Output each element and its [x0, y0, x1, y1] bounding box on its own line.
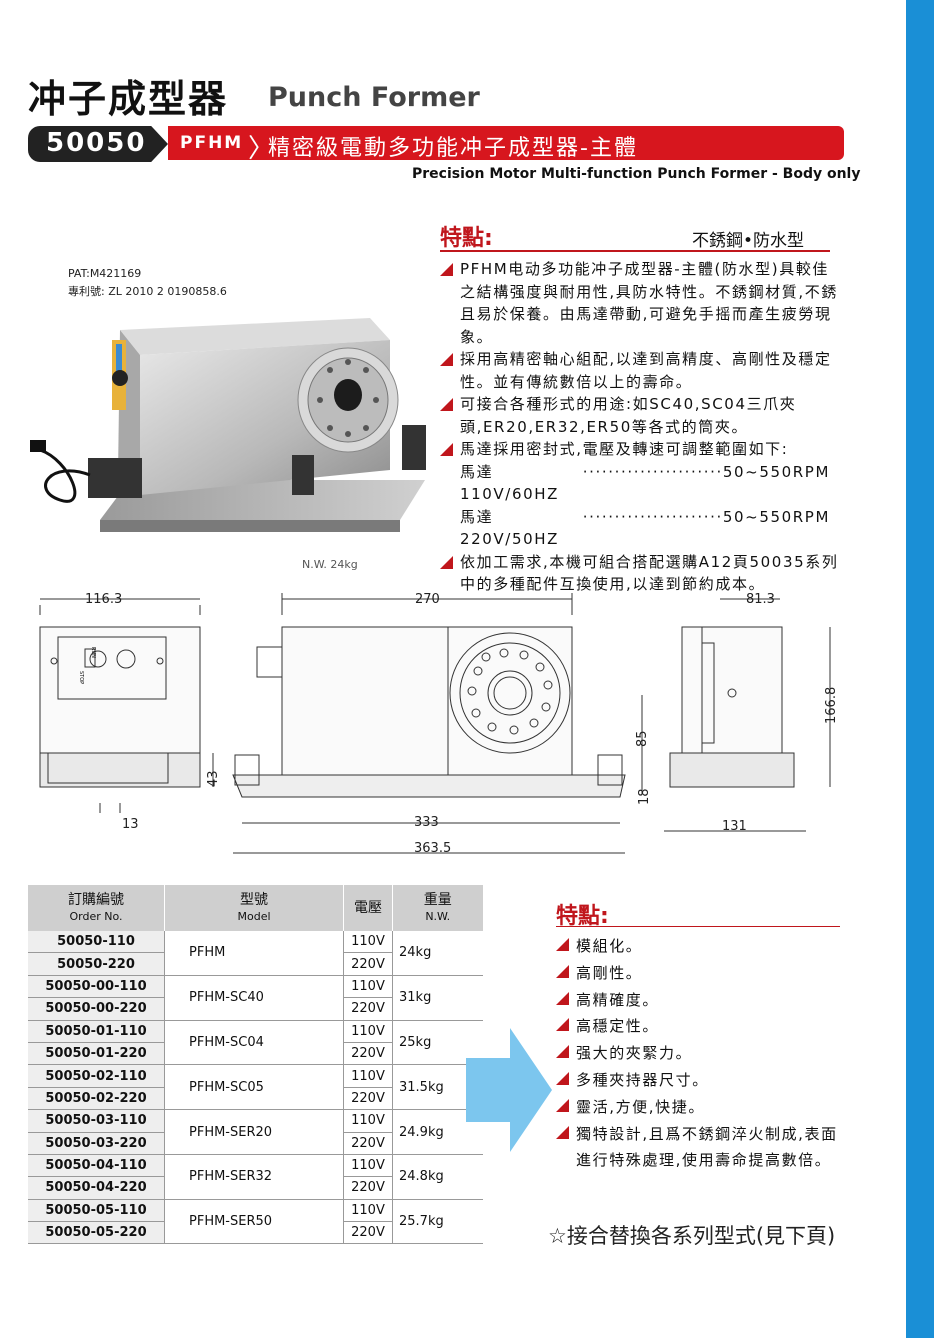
triangle-bullet-icon [556, 1125, 569, 1139]
speed-row: 馬達110V/60HZ······················50~550R… [460, 462, 830, 504]
feature-item: PFHM电动多功能冲子成型器-主體(防水型)具較佳之結構强度與耐用性,具防水特性… [440, 258, 840, 348]
page-title: 冲子成型器 [28, 77, 229, 121]
product-title: 精密級電動多功能冲子成型器-主體 [268, 136, 638, 161]
feature2-item: 模組化。 [556, 933, 846, 960]
dim-43: 43 [206, 770, 221, 787]
dim-13: 13 [122, 817, 139, 832]
features-divider [440, 250, 830, 252]
feature2-item: 靈活,方便,快捷。 [556, 1094, 846, 1121]
model-tag: PFHM [180, 133, 244, 153]
feature2-item: 高剛性。 [556, 960, 846, 987]
triangle-bullet-icon [556, 1018, 569, 1032]
dim-166-8: 166.8 [824, 687, 839, 724]
patent-info: PAT:M421169 專利號: ZL 2010 2 0190858.6 [68, 265, 227, 301]
triangle-bullet-icon [440, 263, 453, 276]
dim-81-3: 81.3 [746, 592, 775, 607]
triangle-bullet-icon [556, 1098, 569, 1112]
feature-item: 依加工需求,本機可組合搭配選購A12頁50035系列中的多種配件互換使用,以達到… [440, 551, 840, 596]
triangle-bullet-icon [556, 991, 569, 1005]
feature2-item: 高精確度。 [556, 987, 846, 1014]
chevron-right-icon: 〉 [248, 134, 275, 164]
arrow-right-icon [466, 1028, 552, 1152]
panel-label-stop: STOP [78, 671, 84, 684]
patent-line-2: 專利號: ZL 2010 2 0190858.6 [68, 285, 227, 298]
triangle-bullet-icon [556, 1045, 569, 1059]
feature2-item: 獨特設計,且爲不銹鋼淬火制成,表面進行特殊處理,使用壽命提高數倍。 [556, 1121, 846, 1175]
dim-18: 18 [637, 788, 652, 805]
product-subtitle-en: Precision Motor Multi-function Punch For… [412, 166, 861, 182]
side-stripe [906, 0, 934, 1338]
features2-heading: 特點: [556, 904, 609, 929]
feature2-item: 高穩定性。 [556, 1013, 846, 1040]
feature-item: 馬達採用密封式,電壓及轉速可調整範圍如下: 馬達110V/60HZ·······… [440, 438, 840, 551]
triangle-bullet-icon [440, 353, 453, 366]
triangle-bullet-icon [556, 964, 569, 978]
triangle-bullet-icon [556, 938, 569, 951]
features-list: PFHM电动多功能冲子成型器-主體(防水型)具較佳之結構强度與耐用性,具防水特性… [440, 258, 840, 596]
patent-line-1: PAT:M421169 [68, 267, 142, 280]
dim-116-3: 116.3 [85, 592, 122, 607]
features2-divider [556, 926, 840, 927]
dim-333: 333 [414, 815, 439, 830]
title-bar-background [168, 126, 844, 160]
footer-note: ☆接合替換各系列型式(見下頁) [548, 1224, 836, 1248]
speed-row: 馬達220V/50HZ······················50~550R… [460, 507, 830, 549]
triangle-bullet-icon [440, 443, 453, 456]
feature2-item: 强大的夾緊力。 [556, 1040, 846, 1067]
panel-label-run: RUN [90, 647, 96, 658]
features-tag: 不銹鋼•防水型 [692, 231, 805, 251]
triangle-bullet-icon [440, 555, 453, 569]
dim-270: 270 [415, 592, 440, 607]
features2-list: 模組化。 高剛性。 高精確度。 高穩定性。 强大的夾緊力。 多種夾持器尺寸。 靈… [556, 933, 846, 1174]
dim-363-5: 363.5 [414, 841, 451, 856]
feature2-item: 多種夾持器尺寸。 [556, 1067, 846, 1094]
product-photo [30, 318, 426, 532]
page-title-en: Punch Former [268, 82, 480, 113]
features-heading: 特點: [440, 226, 493, 251]
product-title-bar: 50050 PFHM 〉 精密級電動多功能冲子成型器-主體 [28, 126, 846, 164]
triangle-bullet-icon [440, 398, 453, 411]
header-voltage: 電壓 [343, 885, 393, 931]
technical-drawing: 116.3 43 13 270 85 18 333 363.5 81.3 166… [39, 592, 839, 856]
dim-85: 85 [635, 730, 650, 747]
product-code: 50050 [46, 128, 147, 158]
feature-item: 可接合各種形式的用途:如SC40,SC04三爪夾頭,ER20,ER32,ER50… [440, 393, 840, 438]
feature-item: 採用高精密軸心組配,以達到高精度、高剛性及穩定性。並有傳統數倍以上的壽命。 [440, 348, 840, 393]
triangle-bullet-icon [556, 1071, 569, 1085]
product-code-badge: 50050 [28, 126, 168, 162]
dim-131: 131 [722, 819, 747, 834]
net-weight-caption: N.W. 24kg [302, 558, 358, 571]
